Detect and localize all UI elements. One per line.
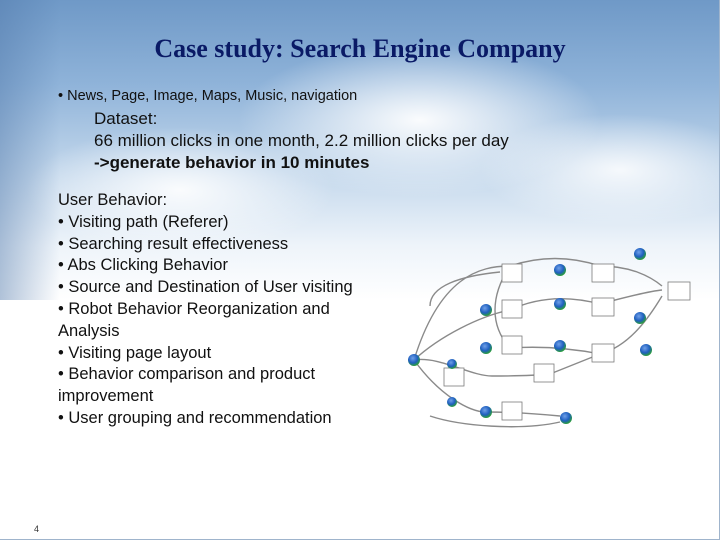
page-number: 4 <box>34 524 40 534</box>
behavior-item: • Abs Clicking Behavior <box>58 256 228 275</box>
behavior-item: • Robot Behavior Reorganization and <box>58 299 330 318</box>
top-bullet: • News, Page, Image, Maps, Music, naviga… <box>58 88 358 104</box>
behavior-item: • Searching result effectiveness <box>58 234 289 253</box>
dataset-label: Dataset: <box>94 109 158 128</box>
slide-title: Case study: Search Engine Company <box>154 34 566 63</box>
diagram-nodes <box>408 248 652 424</box>
behavior-item: • Behavior comparison and product <box>58 365 316 384</box>
visiting-path-diagram <box>408 248 691 428</box>
behavior-item: improvement <box>58 387 154 406</box>
behavior-item: • User grouping and recommendation <box>58 408 332 427</box>
dataset-block: Dataset: 66 million clicks in one month,… <box>94 108 509 174</box>
behavior-item: • Visiting page layout <box>58 343 212 362</box>
dataset-line-1: 66 million clicks in one month, 2.2 mill… <box>94 131 509 150</box>
diagram-page-boxes <box>443 263 691 421</box>
sky-background <box>0 0 720 300</box>
behavior-item: • Visiting path (Referer) <box>58 212 229 231</box>
sky-edge-shade <box>0 0 60 300</box>
user-behavior-block: User Behavior: • Visiting path (Referer)… <box>58 190 398 430</box>
dataset-line-2: ->generate behavior in 10 minutes <box>94 153 370 172</box>
behavior-item: • Source and Destination of User visitin… <box>58 278 353 297</box>
behavior-item: Analysis <box>58 321 120 340</box>
behavior-heading: User Behavior: <box>58 191 168 209</box>
